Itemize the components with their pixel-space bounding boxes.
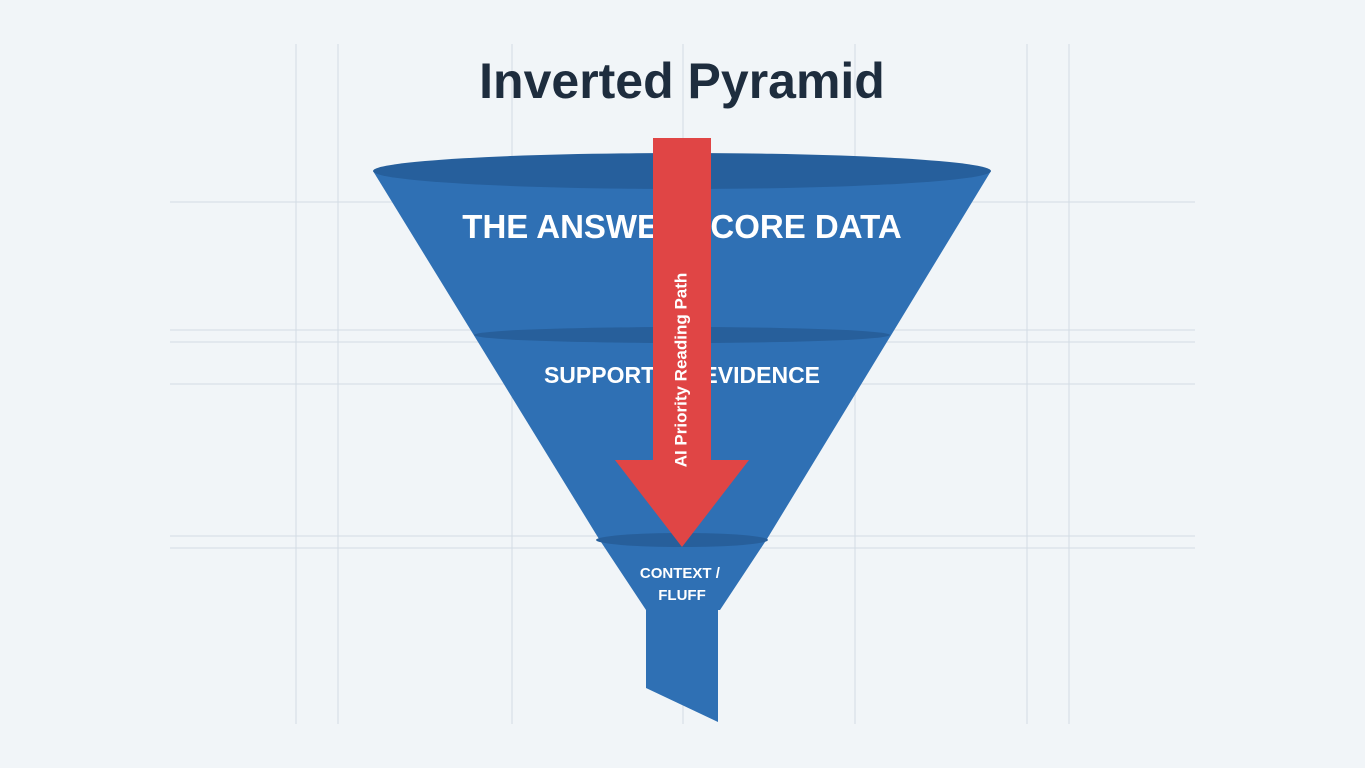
funnel-spout <box>646 602 718 722</box>
arrow-shape <box>615 138 749 547</box>
arrow-label: AI Priority Reading Path <box>671 273 690 468</box>
tier-label-context-fluff: CONTEXT / FLUFF <box>640 565 724 604</box>
diagram-title: Inverted Pyramid <box>479 53 885 109</box>
reading-path-arrow: AI Priority Reading Path <box>615 138 749 547</box>
tier-label-line: FLUFF <box>658 587 705 604</box>
tier-label-line: CONTEXT / <box>640 565 721 582</box>
